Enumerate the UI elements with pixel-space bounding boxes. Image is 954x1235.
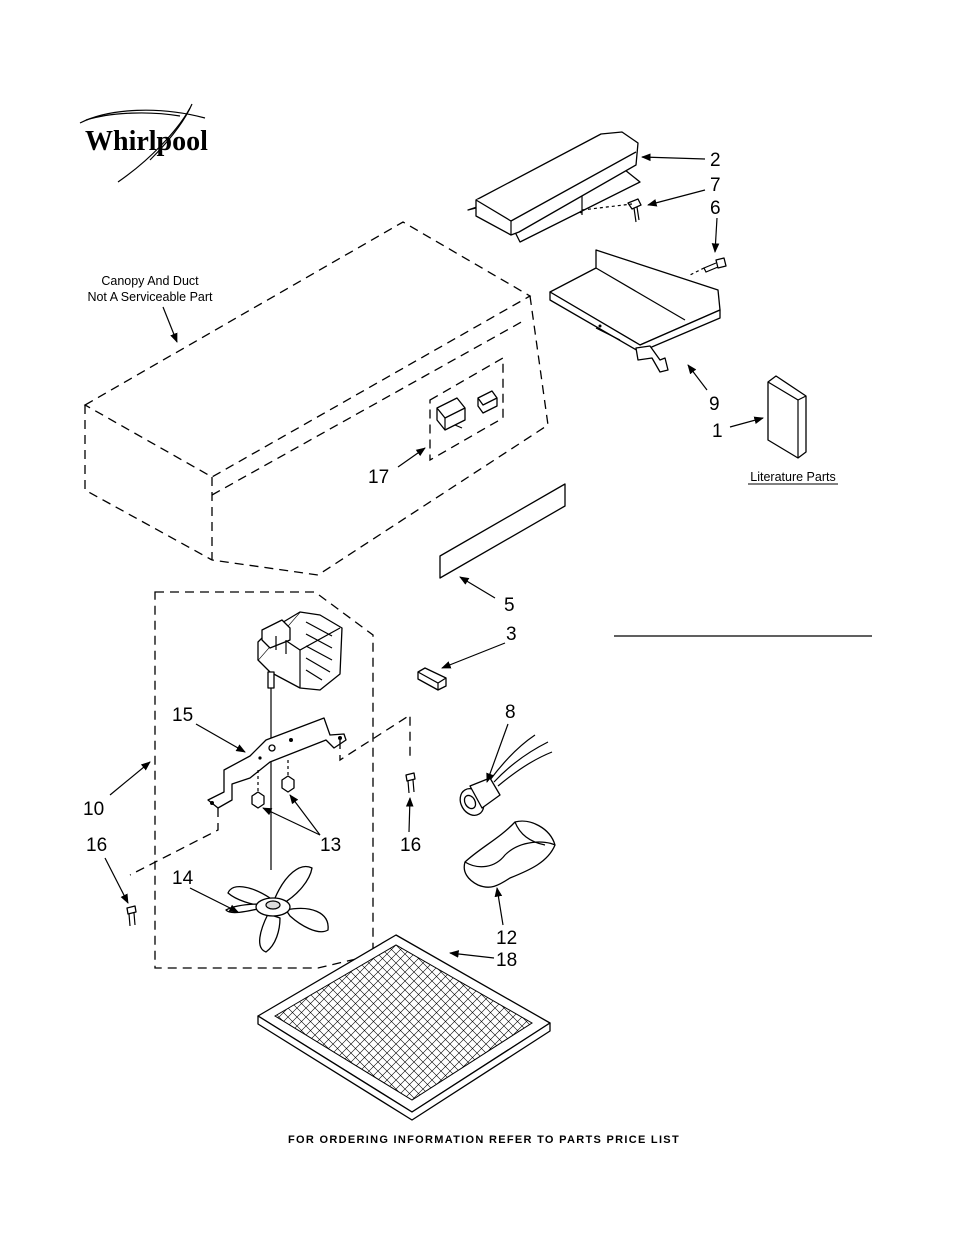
callout-6: 6	[710, 198, 721, 219]
label-part-5	[440, 484, 565, 578]
callout-9: 9	[709, 394, 720, 415]
cover-part-2	[468, 132, 640, 242]
callout-10: 10	[83, 799, 104, 820]
footer-ordering-info: FOR ORDERING INFORMATION REFER TO PARTS …	[288, 1134, 680, 1146]
screw-part-6	[690, 258, 726, 275]
literature-parts-label: Literature Parts	[750, 470, 835, 484]
callout-5: 5	[504, 595, 515, 616]
callout-16-right: 16	[400, 835, 421, 856]
logo-wordmark: Whirlpool	[85, 126, 208, 157]
clip-part-3	[418, 668, 446, 690]
callout-14: 14	[172, 868, 194, 889]
socket-part-8	[455, 735, 552, 820]
callout-8: 8	[505, 702, 516, 723]
canopy-note-line2: Not A Serviceable Part	[87, 290, 213, 304]
callout-13: 13	[320, 835, 341, 856]
callout-18: 18	[496, 950, 517, 971]
lens-part-12	[464, 821, 555, 887]
whirlpool-logo: Whirlpool	[80, 104, 208, 182]
callout-17: 17	[368, 467, 389, 488]
bracket-part-15	[130, 715, 410, 875]
callout-7: 7	[710, 175, 721, 196]
callout-2: 2	[710, 150, 721, 171]
callout-1: 1	[712, 421, 723, 442]
callout-16-left: 16	[86, 835, 107, 856]
switches-part-17	[437, 391, 497, 430]
bracket-part-9	[550, 250, 720, 372]
screw-part-16-right	[406, 773, 415, 793]
screw-part-16-left	[127, 906, 136, 926]
fan-blade-part-14	[226, 867, 328, 952]
callout-12: 12	[496, 928, 517, 949]
callout-3: 3	[506, 624, 517, 645]
canopy-note-line1: Canopy And Duct	[101, 274, 199, 288]
callout-15: 15	[172, 705, 193, 726]
literature-part-1	[768, 376, 806, 458]
